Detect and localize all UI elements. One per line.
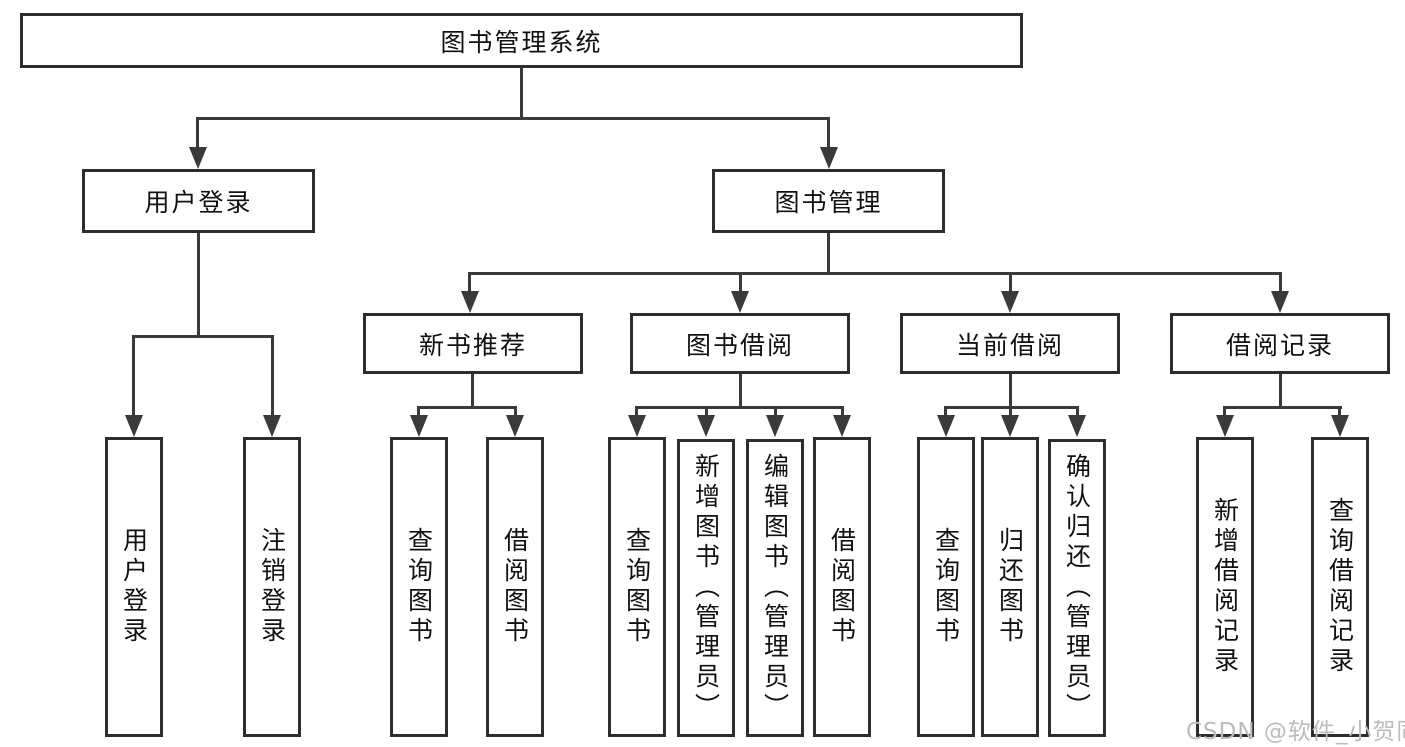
- connector-drop-br-add: [1223, 406, 1226, 418]
- connector-user-login-stem: [197, 233, 200, 338]
- leaf-user-login-label: 用户登录: [119, 527, 149, 647]
- leaf-bb-edit-book: 编辑图书（管理员）: [746, 439, 804, 737]
- connector-drop-current-borrow: [1009, 272, 1012, 294]
- connector-drop-bb-borrow: [841, 406, 844, 418]
- leaf-cb-confirm-return-label: 确认归还（管理员）: [1062, 453, 1092, 723]
- leaf-cb-confirm-return: 确认归还（管理员）: [1048, 439, 1106, 737]
- leaf-bb-query-book-label: 查询图书: [622, 527, 652, 647]
- connector-drop-rec-borrow: [514, 406, 517, 418]
- node-book-borrow: 图书借阅: [630, 313, 850, 374]
- leaf-logout-label: 注销登录: [257, 527, 287, 647]
- connector-drop-cb-return: [1009, 406, 1012, 418]
- connector-book-borrow-bar: [635, 406, 844, 409]
- node-new-book-rec: 新书推荐: [363, 313, 583, 374]
- node-book-borrow-label: 图书借阅: [685, 330, 794, 360]
- arrowhead-down-icon: [731, 291, 749, 313]
- connector-drop-cb-query: [944, 406, 947, 418]
- arrowhead-down-icon: [506, 415, 524, 437]
- connector-drop-book-mgmt: [827, 117, 830, 150]
- node-user-login: 用户登录: [82, 169, 315, 233]
- leaf-bb-add-book: 新增图书（管理员）: [677, 439, 735, 737]
- connector-borrow-records-stem: [1279, 374, 1282, 409]
- arrowhead-down-icon: [1001, 291, 1019, 313]
- leaf-bb-borrow-book-label: 借阅图书: [827, 527, 857, 647]
- leaf-rec-query-book-label: 查询图书: [404, 527, 434, 647]
- leaf-user-login: 用户登录: [105, 437, 163, 737]
- connector-drop-borrow-records: [1279, 272, 1282, 294]
- arrowhead-down-icon: [410, 415, 428, 437]
- leaf-rec-query-book: 查询图书: [390, 437, 448, 737]
- connector-book-mgmt-bar: [468, 272, 1282, 275]
- leaf-rec-borrow-book-label: 借阅图书: [500, 527, 530, 647]
- leaf-cb-return-book: 归还图书: [981, 437, 1039, 737]
- connector-drop-br-query: [1338, 406, 1341, 418]
- leaf-br-add-record: 新增借阅记录: [1196, 437, 1254, 737]
- node-borrow-records: 借阅记录: [1170, 313, 1390, 374]
- connector-drop-new-book-rec: [468, 272, 471, 294]
- connector-current-borrow-stem: [1009, 374, 1012, 409]
- arrowhead-down-icon: [1331, 415, 1349, 437]
- connector-drop-book-borrow: [739, 272, 742, 294]
- node-book-mgmt-label: 图书管理: [774, 188, 883, 217]
- leaf-bb-add-book-label: 新增图书（管理员）: [691, 453, 721, 723]
- node-root: 图书管理系统: [20, 13, 1023, 68]
- node-book-mgmt: 图书管理: [712, 169, 945, 233]
- leaf-cb-return-book-label: 归还图书: [995, 527, 1025, 647]
- node-borrow-records-label: 借阅记录: [1225, 330, 1334, 360]
- leaf-bb-query-book: 查询图书: [608, 437, 666, 737]
- leaf-logout: 注销登录: [243, 437, 301, 737]
- connector-new-book-rec-bar: [417, 406, 517, 409]
- arrowhead-down-icon: [1216, 415, 1234, 437]
- connector-root-stem: [520, 68, 523, 120]
- connector-user-login-bar: [132, 335, 274, 338]
- connector-new-book-rec-stem: [471, 374, 474, 409]
- node-new-book-rec-label: 新书推荐: [418, 330, 527, 360]
- connector-root-bar: [196, 117, 830, 120]
- leaf-br-query-record: 查询借阅记录: [1311, 437, 1369, 737]
- leaf-cb-query-book-label: 查询图书: [931, 527, 961, 647]
- csdn-watermark: CSDN @软件_小贺同学: [1186, 719, 1405, 745]
- leaf-bb-borrow-book: 借阅图书: [813, 437, 871, 737]
- node-current-borrow: 当前借阅: [900, 313, 1120, 374]
- connector-drop-rec-query: [417, 406, 420, 418]
- connector-drop-cb-confirm: [1076, 406, 1079, 418]
- arrowhead-down-icon: [263, 415, 281, 437]
- connector-drop-bb-query: [635, 406, 638, 418]
- connector-book-mgmt-stem: [827, 233, 830, 275]
- leaf-br-add-record-label: 新增借阅记录: [1210, 497, 1240, 677]
- connector-drop-leaf-login: [132, 335, 135, 417]
- arrowhead-down-icon: [1068, 415, 1086, 437]
- node-user-login-label: 用户登录: [144, 188, 253, 217]
- arrowhead-down-icon: [189, 147, 207, 169]
- connector-drop-bb-add: [705, 406, 708, 418]
- leaf-br-query-record-label: 查询借阅记录: [1325, 497, 1355, 677]
- node-current-borrow-label: 当前借阅: [955, 330, 1064, 360]
- arrowhead-down-icon: [820, 147, 838, 169]
- connector-drop-leaf-logout: [271, 335, 274, 417]
- connector-drop-bb-edit: [774, 406, 777, 418]
- arrowhead-down-icon: [628, 415, 646, 437]
- leaf-cb-query-book: 查询图书: [917, 437, 975, 737]
- arrowhead-down-icon: [1271, 291, 1289, 313]
- connector-drop-user-login: [196, 117, 199, 150]
- leaf-rec-borrow-book: 借阅图书: [486, 437, 544, 737]
- node-root-label: 图书管理系统: [440, 27, 603, 57]
- leaf-bb-edit-book-label: 编辑图书（管理员）: [760, 453, 790, 723]
- arrowhead-down-icon: [937, 415, 955, 437]
- arrowhead-down-icon: [766, 415, 784, 437]
- connector-borrow-records-bar: [1223, 406, 1342, 409]
- arrowhead-down-icon: [461, 291, 479, 313]
- arrowhead-down-icon: [833, 415, 851, 437]
- arrowhead-down-icon: [125, 415, 143, 437]
- connector-book-borrow-stem: [739, 374, 742, 409]
- arrowhead-down-icon: [697, 415, 715, 437]
- arrowhead-down-icon: [1001, 415, 1019, 437]
